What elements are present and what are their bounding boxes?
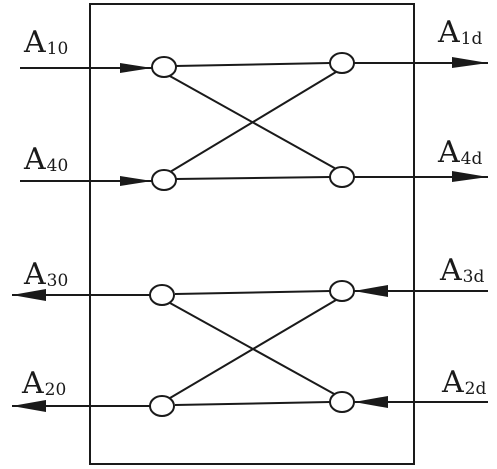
label-a1d: A1d <box>438 15 483 50</box>
arrow-a2d <box>354 396 388 408</box>
arrow-a20 <box>12 400 46 412</box>
upper-cross-2 <box>169 71 337 173</box>
label-a3d: A3d <box>440 253 485 288</box>
port-lower-right-bottom <box>329 391 355 413</box>
port-upper-right-top <box>329 52 355 74</box>
port-upper-left-bottom <box>151 169 177 191</box>
arrow-a30 <box>12 289 46 301</box>
port-upper-right-bottom <box>329 166 355 188</box>
label-a30: A30 <box>24 257 69 292</box>
port-upper-left-top <box>151 56 177 78</box>
label-a20: A20 <box>22 366 67 401</box>
arrow-a4d <box>452 171 488 182</box>
upper-bar-bottom <box>174 176 331 180</box>
port-lower-right-top <box>329 280 355 302</box>
upper-bar-top <box>174 62 331 67</box>
lower-bar-top <box>174 290 331 295</box>
label-a4d: A4d <box>438 135 483 170</box>
label-a40: A40 <box>24 142 69 177</box>
label-a2d: A2d <box>442 365 487 400</box>
arrow-a40 <box>120 176 152 186</box>
lower-cross-2 <box>169 299 337 399</box>
arrow-a10 <box>120 63 152 73</box>
label-a10: A10 <box>24 25 69 60</box>
lower-bar-bottom <box>174 401 331 406</box>
arrow-a3d <box>354 285 388 297</box>
enclosure-box <box>89 3 415 465</box>
arrow-a1d <box>452 57 488 68</box>
port-lower-left-bottom <box>149 395 175 417</box>
port-lower-left-top <box>149 284 175 306</box>
